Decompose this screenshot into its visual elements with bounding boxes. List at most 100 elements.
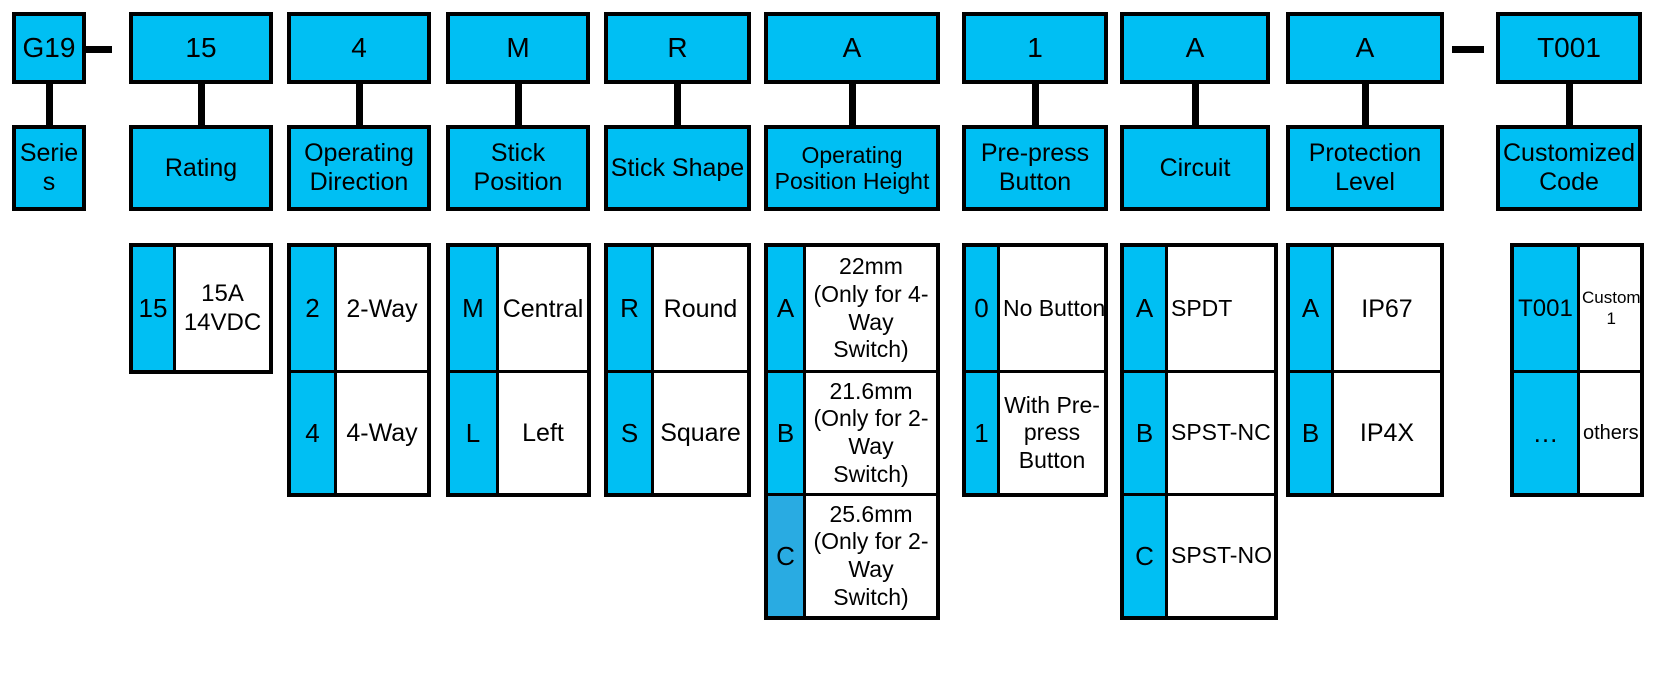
table-row: 2 2-Way — [291, 247, 427, 370]
table-row: S Square — [608, 370, 747, 493]
option-desc-cell: No Button — [1003, 294, 1106, 321]
option-code-cell: B — [768, 373, 806, 493]
table-row: B SPST-NC — [1124, 370, 1274, 493]
code-box-protection-level: A — [1286, 12, 1444, 84]
table-row: … others — [1514, 370, 1640, 493]
option-desc-cell: IP67 — [1361, 294, 1413, 323]
label-stick-shape: Stick Shape — [604, 125, 751, 211]
column-pre-press-button: 1 Pre-press Button — [962, 12, 1108, 211]
options-table-rating: 15 15A 14VDC — [129, 243, 273, 374]
option-desc-cell: others — [1583, 422, 1639, 444]
column-stick-position: M Stick Position — [446, 12, 590, 211]
connector-line — [1031, 84, 1039, 125]
option-desc-cell: IP4X — [1359, 419, 1415, 447]
option-code-cell: 4 — [291, 373, 337, 493]
code-box-operating-direction: 4 — [287, 12, 431, 84]
label-stick-position: Stick Position — [446, 125, 590, 211]
option-code-cell: A — [768, 247, 806, 370]
option-code-cell: 1 — [966, 373, 1000, 493]
options-table-pre-press-button: 0 No Button 1 With Pre- press Button — [962, 243, 1108, 497]
option-code-cell: B — [1290, 373, 1334, 493]
dash-separator — [84, 46, 112, 53]
option-code-cell: R — [608, 247, 654, 370]
column-circuit: A Circuit — [1120, 12, 1270, 211]
connector-line — [197, 84, 205, 125]
table-row: B IP4X — [1290, 370, 1440, 493]
column-operating-position-height: A Operating Position Height — [764, 12, 940, 211]
code-box-series: G19 — [12, 12, 86, 84]
table-row: A 22mm (Only for 4- Way Switch) — [768, 247, 936, 370]
option-code-cell: L — [450, 373, 499, 493]
option-desc-cell: Round — [663, 294, 738, 323]
option-desc-cell: SPDT — [1171, 294, 1233, 321]
column-rating: 15 Rating — [129, 12, 273, 211]
option-code-cell: T001 — [1514, 247, 1580, 370]
table-row: R Round — [608, 247, 747, 370]
column-operating-direction: 4 Operating Direction — [287, 12, 431, 211]
options-table-stick-position: M Central L Left — [446, 243, 591, 497]
option-desc-cell: 4-Way — [346, 419, 418, 447]
options-table-circuit: A SPDT B SPST-NC C SPST-NO — [1120, 243, 1278, 620]
option-desc-cell: SPST-NC — [1171, 419, 1271, 446]
option-code-cell: B — [1124, 373, 1168, 493]
code-box-circuit: A — [1120, 12, 1270, 84]
option-desc-cell: SPST-NO — [1171, 542, 1272, 569]
options-table-operating-direction: 2 2-Way 4 4-Way — [287, 243, 431, 497]
table-row: 15 15A 14VDC — [133, 247, 269, 370]
option-desc-cell: 22mm (Only for 4- Way Switch) — [813, 253, 929, 363]
label-pre-press-button: Pre-press Button — [962, 125, 1108, 211]
option-code-cell: 0 — [966, 247, 1000, 370]
label-operating-direction: Operating Direction — [287, 125, 431, 211]
label-series: Series — [12, 125, 86, 211]
code-box-stick-shape: R — [604, 12, 751, 84]
connector-line — [1361, 84, 1369, 125]
option-desc-cell: 2-Way — [346, 294, 418, 323]
connector-line — [1565, 84, 1573, 125]
label-rating: Rating — [129, 125, 273, 211]
option-code-cell: C — [1124, 496, 1168, 616]
option-code-cell: A — [1290, 247, 1334, 370]
code-box-customized-code: T001 — [1496, 12, 1642, 84]
code-box-rating: 15 — [129, 12, 273, 84]
label-operating-position-height: Operating Position Height — [764, 125, 940, 211]
option-code-cell: A — [1124, 247, 1168, 370]
connector-line — [848, 84, 856, 125]
option-desc-cell: With Pre- press Button — [1004, 391, 1100, 473]
options-table-operating-position-height: A 22mm (Only for 4- Way Switch) B 21.6mm… — [764, 243, 940, 620]
option-code-cell: C — [768, 496, 806, 616]
table-row: C 25.6mm (Only for 2- Way Switch) — [768, 493, 936, 616]
connector-line — [1191, 84, 1199, 125]
option-code-cell: … — [1514, 373, 1580, 493]
table-row: A IP67 — [1290, 247, 1440, 370]
connector-line — [355, 84, 363, 125]
table-row: T001 Custom 1 — [1514, 247, 1641, 370]
options-table-protection-level: A IP67 B IP4X — [1286, 243, 1444, 497]
connector-line — [45, 84, 53, 125]
table-row: M Central — [450, 247, 587, 370]
table-row: 1 With Pre- press Button — [966, 370, 1104, 493]
option-desc-cell: 21.6mm (Only for 2- Way Switch) — [813, 377, 929, 487]
options-table-customized-code: T001 Custom 1 … others — [1510, 243, 1644, 497]
option-code-cell: S — [608, 373, 654, 493]
option-desc-cell: Central — [502, 294, 584, 323]
table-row: 4 4-Way — [291, 370, 427, 493]
code-box-pre-press-button: 1 — [962, 12, 1108, 84]
label-protection-level: Protection Level — [1286, 125, 1444, 211]
table-row: A SPDT — [1124, 247, 1274, 370]
code-box-stick-position: M — [446, 12, 590, 84]
label-circuit: Circuit — [1120, 125, 1270, 211]
options-table-stick-shape: R Round S Square — [604, 243, 751, 497]
label-customized-code: Customized Code — [1496, 125, 1642, 211]
table-row: C SPST-NO — [1124, 493, 1274, 616]
code-box-operating-position-height: A — [764, 12, 940, 84]
column-protection-level: A Protection Level — [1286, 12, 1444, 211]
column-series: G19 Series — [12, 12, 86, 211]
option-code-cell: M — [450, 247, 499, 370]
connector-line — [674, 84, 681, 125]
option-desc-cell: Square — [660, 419, 741, 447]
option-code-cell: 2 — [291, 247, 337, 370]
table-row: B 21.6mm (Only for 2- Way Switch) — [768, 370, 936, 493]
option-desc-cell: Left — [522, 419, 564, 447]
option-desc-cell: 25.6mm (Only for 2- Way Switch) — [813, 500, 929, 610]
